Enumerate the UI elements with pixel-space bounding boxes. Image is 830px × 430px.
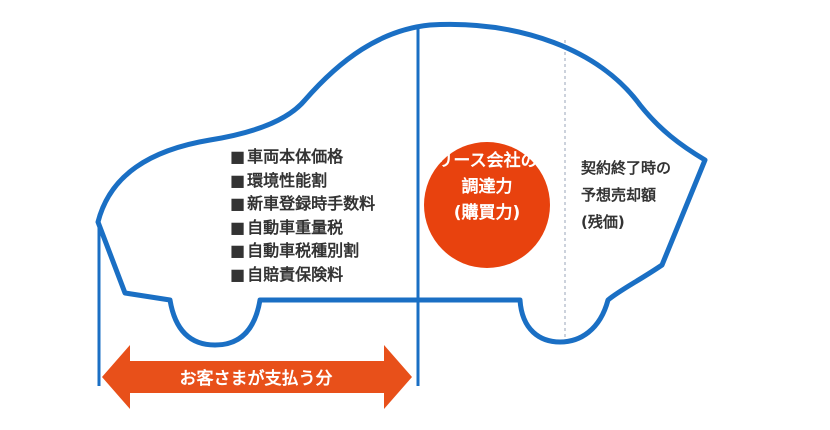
lease-power-label: リース会社の 調達力 (購買力) [424,148,550,226]
cost-item-list: 車両本体価格 環境性能割 新車登録時手数料 自動車重量税 自動車税種別割 自賠責… [230,145,375,286]
cost-item: 車両本体価格 [230,145,375,169]
residual-line: 契約終了時の [581,159,672,177]
double-arrow-icon [102,345,412,409]
customer-pays-label: お客さまが支払う分 [179,369,333,389]
lease-power-line: 調達力 [461,177,513,197]
cost-item: 自賠責保険料 [230,263,375,287]
residual-line: (残価) [581,213,625,231]
cost-item: 新車登録時手数料 [230,192,375,216]
lease-power-circle [424,142,550,268]
lease-power-line: (購買力) [453,203,521,223]
cost-item: 環境性能割 [230,169,375,193]
cost-item: 自動車重量税 [230,216,375,240]
residual-line: 予想売却額 [581,186,657,204]
cost-item: 自動車税種別割 [230,239,375,263]
lease-power-line: リース会社の [436,151,538,171]
car-outline [95,21,708,348]
residual-label: 契約終了時の 予想売却額 (残価) [581,155,671,236]
